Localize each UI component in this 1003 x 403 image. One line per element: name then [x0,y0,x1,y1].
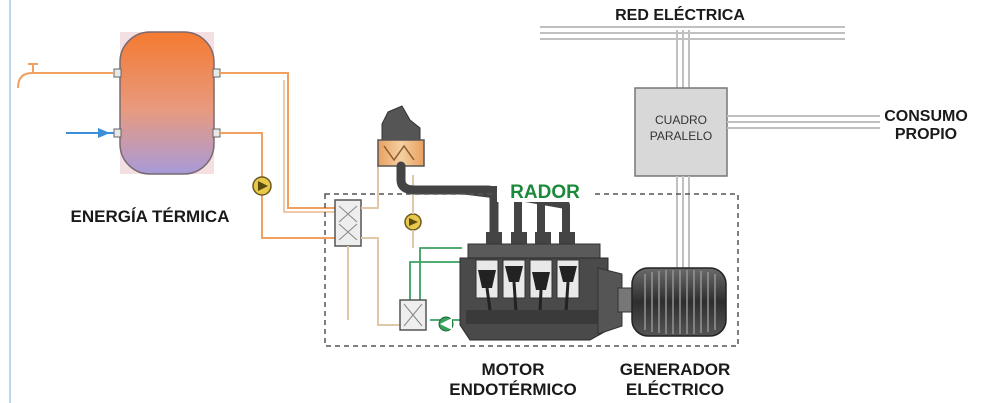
hot-water-outlet-pipe [17,72,114,89]
thermal-loop-pipes-inner [283,80,335,213]
generator-label-line2: ELÉCTRICO [626,380,724,399]
generator-label-line1: GENERADOR [620,360,731,379]
tank-nozzle [212,128,221,138]
thermal-loop-pipes [220,72,335,239]
engine-label-line2: ENDOTÉRMICO [449,380,577,399]
hot-water-tank-icon [119,31,215,175]
panel-label-line2: PARALELO [650,129,712,143]
grid-label: RED ELÉCTRICA [615,5,745,24]
own-use-label-line1: CONSUMO [884,108,968,125]
exhaust-heat-exchanger-icon [377,105,425,167]
coolant-lines [347,165,400,326]
radiator-pump-icon [438,316,454,332]
tank-nozzle [113,128,122,138]
tank-nozzle [212,68,221,78]
generator-icon [631,267,727,337]
generator-power-lines [676,176,690,268]
engine-icon [459,232,633,341]
engine-pump-icon [404,213,422,231]
parallel-panel-box [634,87,728,177]
thermal-energy-label: ENERGÍA TÉRMICA [71,207,230,226]
engine-label-line1: MOTOR [482,360,545,379]
cogeneration-unit-boundary [324,193,739,347]
cold-inlet-arrow-icon [98,128,110,138]
heat-exchanger-icon [334,199,362,247]
tap-icon [28,63,38,73]
panel-label-line1: CUADRO [655,113,707,127]
circulation-pump-icon [252,176,272,196]
oil-heat-exchanger-icon [399,299,427,331]
grid-lines [540,26,845,88]
radiator-label: RADOR [510,182,580,203]
own-use-label-line2: PROPIO [895,126,957,143]
tank-nozzle [113,68,122,78]
radiator-label-bg [497,182,593,202]
own-use-lines [727,115,880,129]
